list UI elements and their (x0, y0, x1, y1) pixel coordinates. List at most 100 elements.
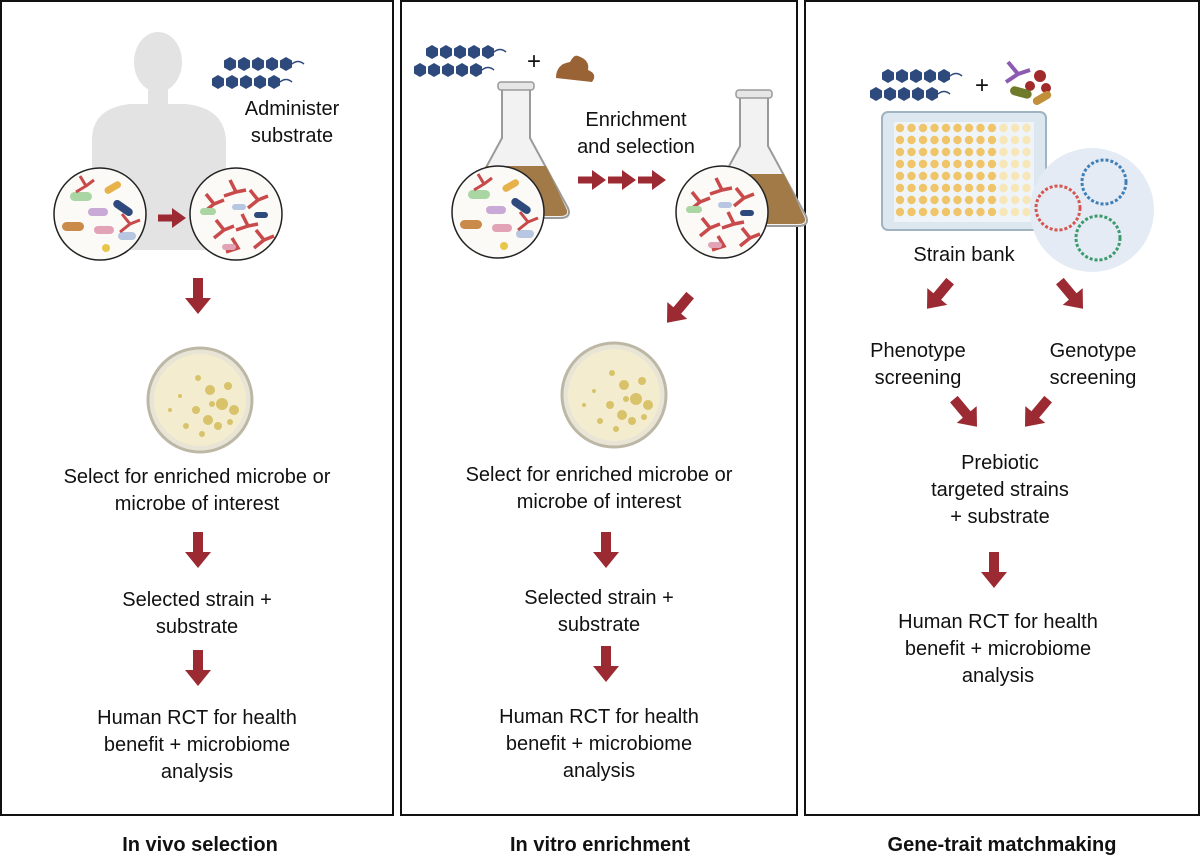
well-plate-icon (881, 111, 1047, 231)
plate-well (918, 147, 928, 157)
plate-well (1022, 183, 1031, 193)
arrow-down-icon (1049, 272, 1093, 318)
select-enriched-label: Select for enriched microbe or microbe o… (63, 466, 331, 515)
plate-well (964, 183, 974, 193)
panel-in-vivo (0, 0, 394, 816)
plate-well (895, 207, 905, 217)
substrate-chain-icon (212, 57, 304, 89)
plate-well (976, 135, 985, 145)
plate-well (1010, 147, 1020, 157)
plate-well (941, 147, 951, 157)
plate-well (895, 171, 905, 181)
plate-well (918, 195, 928, 205)
enriched-microbes-icon (188, 166, 284, 262)
plate-well (987, 195, 997, 205)
plate-well (964, 171, 974, 181)
plate-well (941, 183, 951, 193)
genotype-screening-label: Genotype screening (1049, 340, 1137, 389)
plate-well (930, 207, 939, 217)
plate-well (976, 183, 985, 193)
arrow-down-icon (185, 650, 211, 686)
panel-title-gene-trait: Gene-trait matchmaking (887, 834, 1117, 856)
prebiotic-strains-label: Prebiotic targeted strains + substrate (931, 452, 1069, 528)
plate-well (964, 123, 974, 133)
substrate-chain-icon (414, 45, 506, 77)
plate-well (999, 171, 1008, 181)
panel-title-in-vivo: In vivo selection (122, 834, 278, 856)
plus-sign: + (974, 72, 989, 99)
plate-well (1022, 195, 1031, 205)
arrow-down-icon (593, 532, 619, 568)
plate-well (918, 135, 928, 145)
plate-well (1010, 195, 1020, 205)
plate-well (953, 147, 962, 157)
plate-well (964, 135, 974, 145)
plate-well (976, 195, 985, 205)
selected-strain-label: Selected strain + substrate (524, 587, 674, 636)
plate-well (976, 159, 985, 169)
plate-well (895, 159, 905, 169)
plate-well (999, 147, 1008, 157)
plate-well (964, 195, 974, 205)
plate-well (1022, 159, 1031, 169)
plate-well (895, 183, 905, 193)
arrow-down-icon (943, 390, 987, 436)
plate-well (918, 171, 928, 181)
arrow-down-icon (185, 278, 211, 314)
plate-well (930, 135, 939, 145)
arrow-down-icon (981, 552, 1007, 588)
plate-well (987, 171, 997, 181)
plate-well (941, 195, 951, 205)
plate-well (1010, 207, 1020, 217)
plate-well (987, 147, 997, 157)
plate-well (953, 207, 962, 217)
plate-well (964, 159, 974, 169)
panel-title-in-vitro: In vitro enrichment (509, 834, 691, 856)
plate-well (953, 195, 962, 205)
plate-well (999, 183, 1008, 193)
plate-well (987, 207, 997, 217)
phenotype-screening-label: Phenotype screening (870, 340, 966, 389)
plate-well (918, 183, 928, 193)
plate-well (953, 171, 962, 181)
plate-well (987, 183, 997, 193)
arrow-right-icon (608, 170, 636, 190)
plate-well (907, 123, 916, 133)
arrow-down-icon (593, 646, 619, 682)
plate-well (953, 159, 962, 169)
plate-well (895, 123, 905, 133)
plate-well (953, 135, 962, 145)
plate-well (930, 195, 939, 205)
plate-well (1010, 135, 1020, 145)
plate-well (895, 135, 905, 145)
plate-well (941, 171, 951, 181)
arrow-down-icon (657, 286, 701, 332)
plate-well (1010, 183, 1020, 193)
plate-well (999, 195, 1008, 205)
plate-well (1022, 123, 1031, 133)
plate-well (941, 159, 951, 169)
plate-well (976, 147, 985, 157)
plate-well (964, 207, 974, 217)
plate-well (930, 171, 939, 181)
plate-well (930, 147, 939, 157)
petri-dish-icon (560, 341, 668, 449)
plate-well (999, 135, 1008, 145)
enriched-microbes-icon (674, 164, 770, 260)
plate-well (930, 159, 939, 169)
gut-microbes-icon (450, 164, 546, 260)
stool-sample-icon (556, 55, 595, 82)
plate-well (999, 207, 1008, 217)
plate-well (930, 123, 939, 133)
enrichment-selection-label: Enrichment and selection (577, 109, 695, 158)
plate-well (987, 123, 997, 133)
plate-well (1022, 147, 1031, 157)
plate-well (930, 183, 939, 193)
plate-well (1022, 171, 1031, 181)
selected-strain-label: Selected strain + substrate (122, 589, 272, 638)
panel-gene-trait (804, 0, 1200, 816)
plate-well (1010, 171, 1020, 181)
strain-bank-label: Strain bank (913, 244, 1015, 266)
plate-well (964, 147, 974, 157)
